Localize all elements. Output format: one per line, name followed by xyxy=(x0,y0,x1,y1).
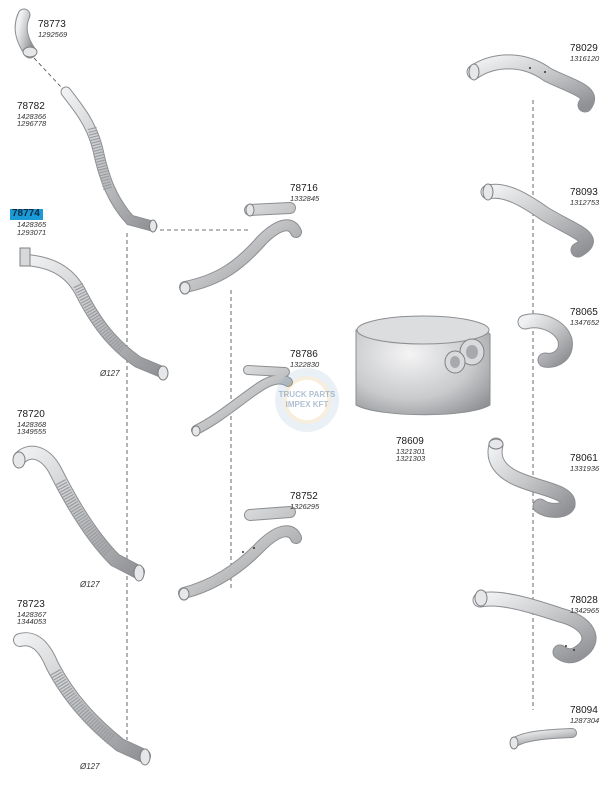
diameter-label: Ø127 xyxy=(80,580,100,589)
silencer-78609[interactable] xyxy=(355,315,491,416)
label-78094[interactable]: 78094 1287304 xyxy=(570,705,600,725)
part-number: 78065 xyxy=(570,307,598,318)
part-number: 78609 xyxy=(396,436,424,447)
label-78028[interactable]: 78028 1342965 xyxy=(570,595,600,615)
part-number: 78773 xyxy=(38,19,66,30)
label-78065[interactable]: 78065 1347652 xyxy=(570,307,600,327)
label-78029[interactable]: 78029 1316120 xyxy=(570,43,600,63)
pipe-78029[interactable] xyxy=(466,54,595,113)
ref-number: 1428367 xyxy=(17,609,47,619)
part-number: 78093 xyxy=(570,187,598,198)
pipe-78028[interactable] xyxy=(472,589,597,664)
ref-number: 1349555 xyxy=(17,427,47,437)
ref-number: 1344053 xyxy=(17,617,47,627)
ref-number: 1296778 xyxy=(17,119,47,129)
ref-number: 1428365 xyxy=(17,219,47,229)
pipe-78774[interactable] xyxy=(19,247,169,381)
diameter-label: Ø127 xyxy=(80,762,100,771)
pipe-78065[interactable] xyxy=(517,313,573,368)
watermark-line-1: TRUCK PARTS xyxy=(278,390,336,399)
watermark-logo: TRUCK PARTS IMPEX KFT xyxy=(275,368,339,432)
pipe-78752[interactable] xyxy=(178,506,302,601)
ref-number: 1312753 xyxy=(570,197,600,207)
pipe-78716[interactable] xyxy=(179,202,302,295)
ref-number: 1316120 xyxy=(570,53,600,63)
label-78061[interactable]: 78061 1331936 xyxy=(570,453,600,473)
pipe-78723[interactable] xyxy=(13,632,151,766)
ref-number: 1342965 xyxy=(570,605,600,615)
ref-number: 1332845 xyxy=(290,193,320,203)
ref-number: 1331936 xyxy=(570,463,600,473)
label-78773[interactable]: 78773 1292569 xyxy=(38,19,68,39)
part-number: 78723 xyxy=(17,599,45,610)
ref-number: 1322830 xyxy=(290,359,320,369)
pipe-78720[interactable] xyxy=(12,445,145,582)
part-number: 78028 xyxy=(570,595,598,606)
ref-number: 1326295 xyxy=(290,501,320,511)
ref-number: 1292569 xyxy=(38,29,68,39)
part-number: 78029 xyxy=(570,43,598,54)
ref-number: 1347652 xyxy=(570,317,600,327)
pipe-78094[interactable] xyxy=(509,728,577,750)
pipe-78093[interactable] xyxy=(480,183,594,258)
label-78716[interactable]: 78716 1332845 xyxy=(290,183,320,203)
ref-number: 1287304 xyxy=(570,715,600,725)
label-78786[interactable]: 78786 1322830 xyxy=(290,349,320,369)
part-number: 78786 xyxy=(290,349,318,360)
pipe-78061[interactable] xyxy=(487,437,576,518)
label-78782[interactable]: 78782 1428366 1296778 xyxy=(17,101,47,129)
label-78093[interactable]: 78093 1312753 xyxy=(570,187,600,207)
ref-number: 1321301 xyxy=(396,446,426,456)
pipe-78773[interactable] xyxy=(14,8,38,59)
label-78723[interactable]: 78723 1428367 1344053 xyxy=(17,599,47,627)
part-number: 78752 xyxy=(290,491,318,502)
part-number: 78061 xyxy=(570,453,598,464)
pipe-78786[interactable] xyxy=(191,365,293,437)
ref-number: 1321303 xyxy=(396,454,426,464)
label-78609[interactable]: 78609 1321301 1321303 xyxy=(396,436,426,464)
part-number: 78094 xyxy=(570,705,598,716)
part-number: 78716 xyxy=(290,183,318,194)
ref-number: 1428368 xyxy=(17,419,47,429)
part-number: 78720 xyxy=(17,409,45,420)
label-78720[interactable]: 78720 1428368 1349555 xyxy=(17,409,47,437)
label-78774[interactable]: 78774 1428365 1293071 xyxy=(10,204,46,237)
ref-number: 1428366 xyxy=(17,111,47,121)
label-78752[interactable]: 78752 1326295 xyxy=(290,491,320,511)
pipe-78782[interactable] xyxy=(60,86,158,233)
ref-number: 1293071 xyxy=(17,227,47,237)
part-number: 78782 xyxy=(17,101,45,112)
watermark-line-2: IMPEX KFT xyxy=(285,400,329,409)
part-number-highlighted: 78774 xyxy=(10,208,43,220)
diameter-label: Ø127 xyxy=(100,369,120,378)
